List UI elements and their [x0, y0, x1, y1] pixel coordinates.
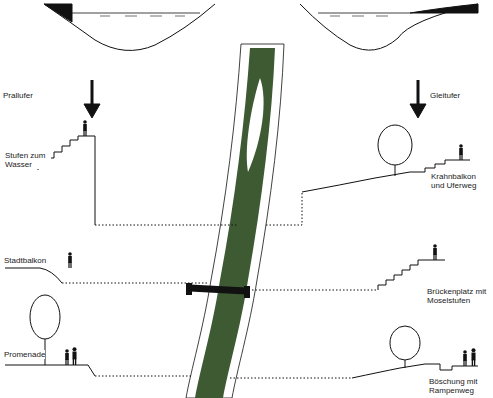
profile-label: Böschung mit Rampenweg: [429, 377, 489, 395]
profile-label: Krahnbalkon und Uferweg: [431, 172, 489, 190]
cross-section-right: [300, 4, 478, 50]
profile-label: Stufen zum Wasser: [5, 151, 51, 169]
bridge: [186, 283, 250, 298]
profile-bridge-square: [378, 260, 445, 290]
river-plan: [186, 44, 284, 398]
profile-label: Stadtbalkon: [4, 256, 46, 265]
bank-type-label: Gleitufer: [430, 91, 460, 100]
profile-embankment: [352, 326, 478, 378]
cross-section-left: [44, 4, 215, 50]
profile-label: Promenade: [4, 350, 45, 359]
leader-lines: [62, 192, 378, 378]
profile-steps: [38, 136, 95, 225]
profile-promenade: [5, 295, 95, 376]
profile-label: Brückenplatz mit Moselstufen: [427, 287, 489, 305]
bank-type-label: Prallufer: [3, 91, 33, 100]
profile-balcony: [5, 268, 62, 283]
